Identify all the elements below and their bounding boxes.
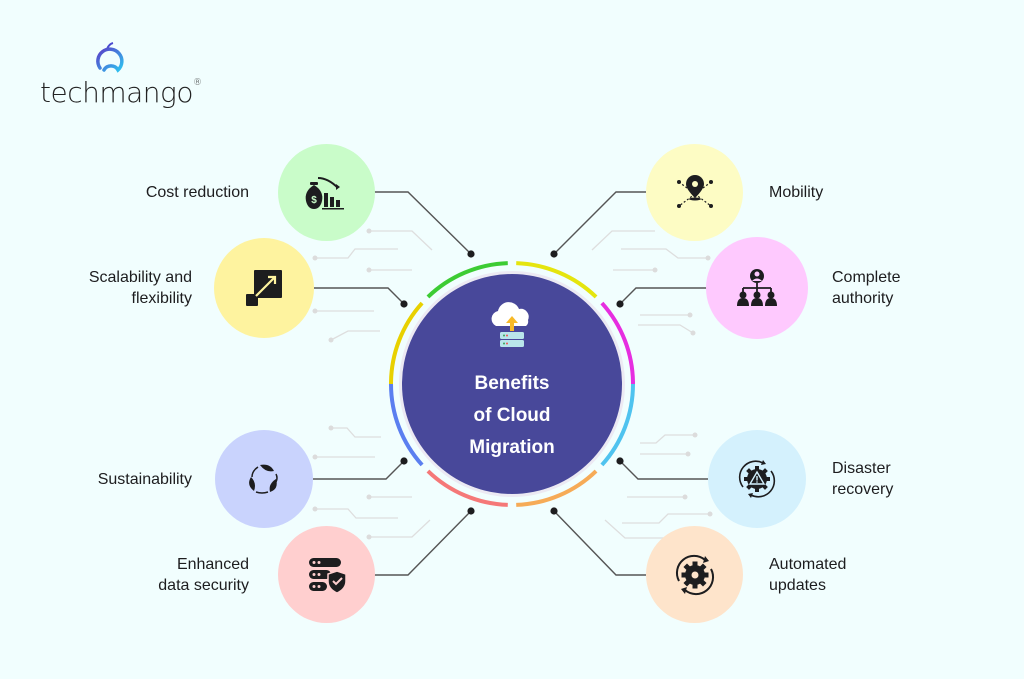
ring-arc-mobility [516, 261, 598, 299]
brand-name-text: techmango [40, 76, 193, 109]
label-line: data security [158, 577, 249, 594]
ring-arc-sustainability [389, 383, 424, 467]
label-cost-reduction: Cost reduction [146, 182, 249, 203]
ring-arc-cost-reduction [426, 261, 508, 299]
ring-arc-data-security [426, 469, 508, 507]
label-automated-updates: Automated updates [769, 554, 846, 596]
center-title-line-1: Benefits [474, 373, 550, 394]
expand-arrow-icon [246, 270, 282, 306]
decorative-circuit-dots [312, 228, 713, 540]
label-line: Sustainability [97, 471, 192, 488]
label-mobility: Mobility [769, 182, 823, 203]
label-line: flexibility [131, 290, 192, 307]
label-complete-authority: Complete authority [832, 267, 900, 309]
svg-text:$: $ [311, 195, 317, 206]
gear-warning-cycle-icon [738, 460, 776, 498]
ring-arc-scalability [389, 301, 424, 385]
connector-scalability [314, 287, 405, 305]
cloud-upload-server-icon [491, 302, 529, 347]
bubble-scalability [214, 238, 314, 338]
label-line: Mobility [769, 184, 824, 201]
label-line: Enhanced [176, 556, 249, 573]
brand-name: techmango® [40, 76, 202, 109]
server-shield-icon [308, 557, 347, 594]
connector-authority [619, 287, 707, 305]
connector-sustainability [313, 460, 405, 480]
org-hierarchy-icon [737, 269, 777, 306]
money-bag-decrease-chart-icon: $ [305, 176, 344, 209]
label-line: Automated [769, 556, 847, 573]
decorative-circuit-lines [315, 230, 710, 539]
connector-lines [313, 191, 708, 576]
bubble-automated-updates [646, 526, 743, 623]
ring-arc-complete-authority [600, 301, 635, 385]
ring-arc-disaster-recovery [600, 383, 635, 467]
connector-automated [553, 510, 646, 576]
registered-mark: ® [192, 78, 202, 88]
label-line: Cost reduction [145, 184, 249, 201]
ring-arcs [389, 261, 635, 507]
connector-mobility [553, 191, 646, 255]
connector-data-security [374, 510, 472, 576]
center-circle [402, 274, 622, 494]
label-line: updates [769, 577, 826, 594]
ring-arc-automated-updates [516, 469, 598, 507]
bubble-cost-reduction: $ [278, 144, 375, 241]
connector-disaster [619, 460, 708, 480]
mango-logo-icon-shape [96, 42, 124, 73]
label-line: Disaster [832, 460, 891, 477]
bubble-complete-authority [706, 237, 808, 339]
label-data-security: Enhanced data security [158, 554, 249, 596]
bubble-disaster-recovery [708, 430, 806, 528]
location-pin-network-icon [676, 174, 713, 208]
center-title-line-2: of Cloud [473, 405, 551, 426]
center-title: Benefits of Cloud Migration [412, 368, 612, 464]
label-line: recovery [832, 481, 894, 498]
label-line: Complete [832, 269, 901, 286]
label-line: Scalability and [88, 269, 192, 286]
connector-dots [400, 250, 624, 515]
leaf-recycle-icon [249, 464, 278, 494]
bubble-mobility [646, 144, 743, 241]
label-line: authority [832, 290, 894, 307]
label-scalability: Scalability and flexibility [89, 267, 192, 309]
center-title-line-3: Migration [469, 437, 555, 458]
gear-sync-icon [675, 554, 714, 595]
bubble-sustainability [215, 430, 313, 528]
bubble-data-security [278, 526, 375, 623]
connector-cost-reduction [374, 191, 472, 255]
label-sustainability: Sustainability [98, 469, 192, 490]
label-disaster-recovery: Disaster recovery [832, 458, 893, 500]
